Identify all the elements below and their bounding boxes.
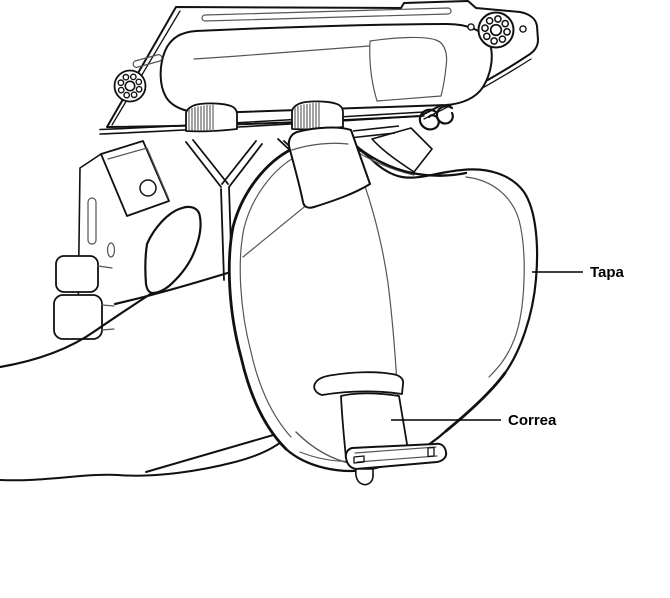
label-correa: Correa: [508, 412, 557, 429]
port-cover-bottom: [53, 294, 103, 340]
handle-opening: [159, 23, 493, 115]
strap-flap: [313, 371, 405, 396]
strap-loop-fold: [291, 142, 349, 151]
bracket-hole: [139, 179, 157, 197]
opening-inner-line: [193, 45, 370, 60]
body-bottom-edge: [113, 269, 236, 306]
body-slot: [87, 197, 97, 245]
handle-frame-left-edge-inner: [111, 10, 181, 126]
handle-groove: [201, 7, 452, 22]
body-left-edge: [77, 153, 102, 319]
knob-right: [291, 100, 344, 131]
buckle-inner-lines: [354, 446, 438, 463]
port-cover-top: [55, 255, 99, 293]
cover-backdrop: [348, 125, 433, 173]
thumb: [144, 205, 202, 295]
mounting-disc-right: [467, 11, 527, 49]
buckle: [344, 442, 448, 470]
handle-slot-left: [132, 54, 163, 68]
finger-line: [145, 428, 295, 473]
handle-frame: [99, 0, 539, 135]
mounting-disc-left: [113, 69, 147, 103]
callouts: Tapa Correa: [391, 264, 625, 429]
device-corner: [371, 127, 433, 173]
cover-dark-edges: [227, 147, 507, 451]
opening-window-contour: [369, 36, 448, 102]
strap-tab: [354, 468, 374, 486]
strap-loop: [287, 126, 371, 209]
label-tapa: Tapa: [590, 264, 625, 281]
wire-clips: [418, 105, 454, 131]
knob-left: [185, 102, 238, 133]
body-bracket: [100, 140, 170, 217]
shoulder-strap-curve: [345, 135, 468, 177]
buckle-slots: [353, 446, 435, 464]
body-oval: [106, 242, 116, 258]
hand-bottom-line: [0, 429, 295, 482]
hand: [0, 205, 295, 482]
wrist-top-line: [0, 291, 154, 369]
body-top-edge-lines: [99, 111, 425, 135]
device-body: [53, 138, 333, 340]
strap-correa: [313, 371, 448, 486]
